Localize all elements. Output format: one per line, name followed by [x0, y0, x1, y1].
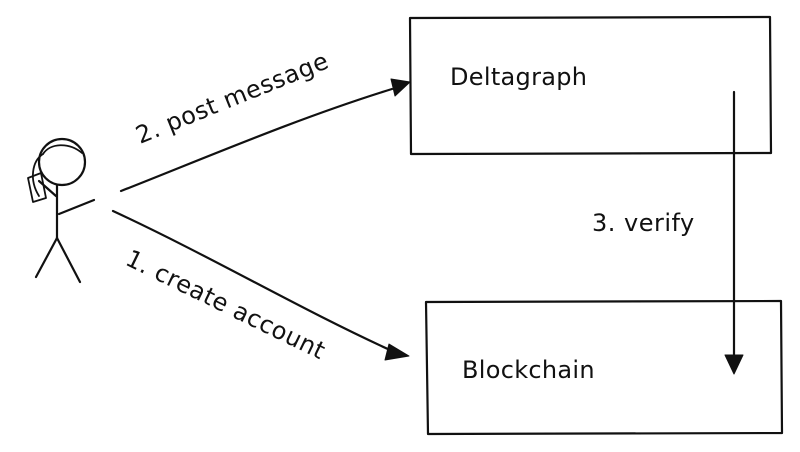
phone-icon	[27, 172, 47, 203]
user-hair	[42, 144, 83, 155]
blockchain-node[interactable]: Blockchain	[424, 299, 784, 436]
user-head	[37, 137, 87, 187]
deltagraph-label: Deltagraph	[450, 63, 587, 91]
user-left-leg	[34, 236, 59, 279]
user-right-leg	[55, 236, 82, 284]
deltagraph-node[interactable]: Deltagraph	[408, 15, 773, 156]
deltagraph-box	[408, 15, 773, 156]
blockchain-box	[424, 299, 784, 436]
verify-arrow: 3. verify	[592, 90, 744, 375]
user-right-arm	[57, 198, 96, 216]
user-icon	[27, 137, 96, 284]
create-account-arrowhead	[384, 343, 410, 361]
post-message-arrow: 2. post message	[119, 47, 411, 193]
create-account-line	[111, 209, 392, 352]
post-message-line	[119, 87, 394, 193]
user-left-arm	[37, 179, 58, 198]
verify-arrowhead	[724, 354, 744, 375]
blockchain-label: Blockchain	[462, 356, 595, 384]
verify-label: 3. verify	[592, 209, 695, 237]
post-message-arrowhead	[390, 78, 411, 97]
create-account-arrow: 1. create account	[111, 209, 410, 365]
user-hair-left	[32, 153, 44, 197]
post-message-label: 2. post message	[132, 47, 333, 150]
